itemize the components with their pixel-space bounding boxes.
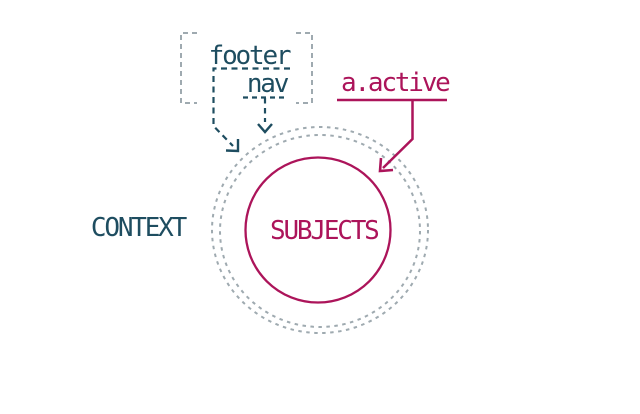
subjects-label: SUBJECTS [270, 216, 380, 246]
footer-arrowhead-icon [225, 139, 240, 153]
context-inner-ring [219, 134, 421, 328]
context-group-bracket [180, 32, 313, 104]
active-arrowhead-icon [378, 157, 394, 173]
active-connector-line [382, 100, 414, 169]
nav-label: nav [246, 69, 290, 99]
context-outer-ring [211, 126, 429, 334]
footer-label: footer [208, 41, 292, 71]
context-label: CONTEXT [90, 213, 187, 243]
nav-arrowhead-icon [257, 123, 273, 134]
subjects-circle [244, 156, 392, 304]
active-selector-label: a.active [341, 68, 451, 98]
footer-connector-line [212, 67, 290, 147]
